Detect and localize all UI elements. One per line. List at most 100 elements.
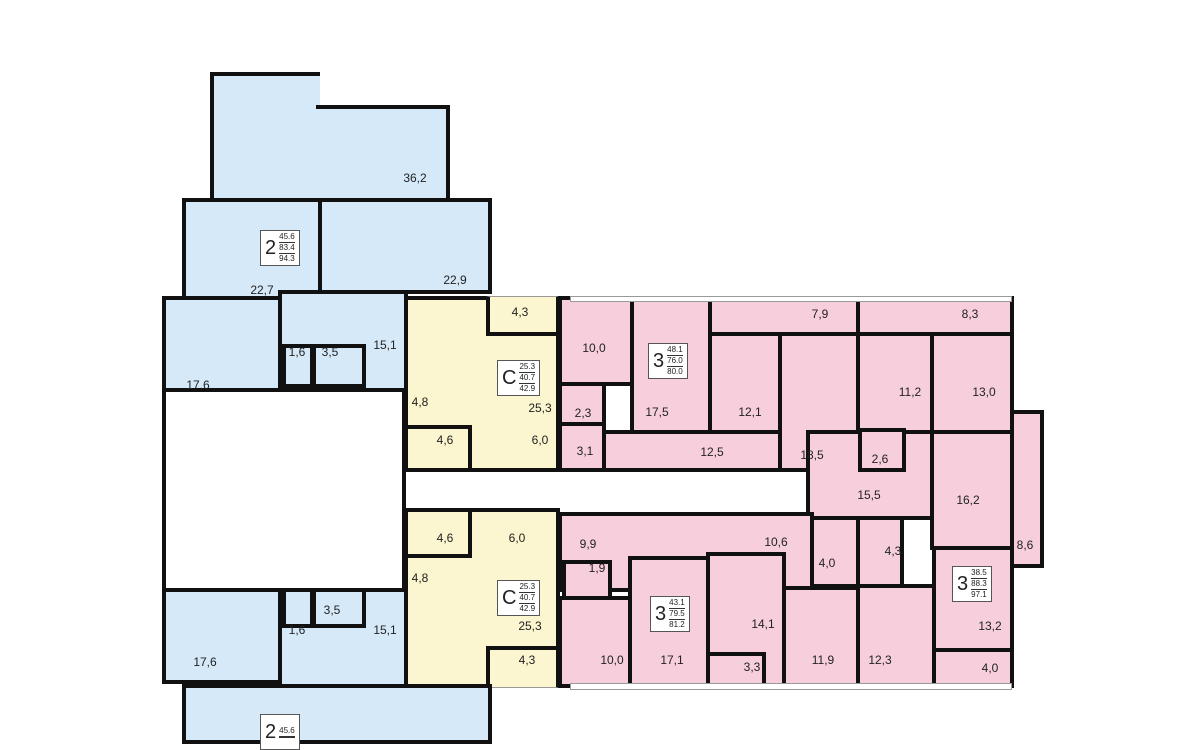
living-area: 45.6 — [279, 232, 295, 243]
room[interactable] — [312, 588, 366, 628]
room-area-label: 16,2 — [956, 493, 980, 507]
room-area-label: 25,3 — [528, 401, 552, 415]
room-area-label: 8,6 — [1016, 538, 1034, 552]
room[interactable] — [602, 430, 782, 472]
room-area-label: 3,5 — [323, 603, 341, 617]
total-area: 79.5 — [669, 609, 685, 620]
room-area-label: 11,2 — [898, 385, 922, 399]
room[interactable] — [932, 648, 1014, 688]
window — [570, 296, 1012, 302]
room[interactable] — [856, 516, 904, 588]
room-area-label: 17,6 — [193, 655, 217, 669]
room-area-label: 8,3 — [961, 307, 979, 321]
room-area-label: 13,2 — [978, 619, 1002, 633]
window — [570, 683, 1012, 690]
room-area-label: 17,1 — [660, 653, 684, 667]
full-area: 42.9 — [519, 604, 536, 613]
room[interactable] — [162, 588, 282, 684]
room-area-label: 2,3 — [574, 406, 592, 420]
full-area: 97.1 — [971, 590, 987, 599]
room[interactable] — [486, 296, 560, 336]
living-area: 48.1 — [667, 345, 683, 356]
room[interactable] — [858, 428, 906, 472]
room[interactable] — [856, 332, 934, 434]
full-area: 94.3 — [279, 254, 295, 263]
room-area-label: 4,8 — [411, 395, 429, 409]
living-area: 25.3 — [519, 362, 536, 373]
room[interactable] — [404, 425, 472, 472]
room[interactable] — [210, 72, 320, 204]
room[interactable] — [856, 584, 936, 688]
room-area-label: 4,0 — [981, 661, 999, 675]
room-area-label: 4,0 — [818, 556, 836, 570]
room-area-label: 1,9 — [588, 561, 606, 575]
apartment-type: 3 — [655, 602, 667, 625]
room-area-label: 36,2 — [403, 171, 427, 185]
room-area-label: 17,6 — [186, 378, 210, 392]
room[interactable] — [282, 588, 314, 628]
room-area-label: 6,0 — [531, 433, 549, 447]
room-area-label: 4,6 — [436, 531, 454, 545]
room[interactable] — [316, 105, 450, 204]
total-area: 40.7 — [519, 593, 536, 604]
room[interactable] — [558, 596, 632, 688]
room[interactable] — [162, 296, 282, 392]
room[interactable] — [708, 296, 860, 336]
room-area-label: 3,3 — [743, 660, 761, 674]
room-area-label: 3,5 — [321, 345, 339, 359]
room[interactable] — [856, 296, 1014, 336]
room[interactable] — [182, 684, 492, 744]
room-area-label: 2,6 — [871, 452, 889, 466]
room[interactable] — [312, 344, 366, 388]
room[interactable] — [404, 508, 472, 558]
room-area-label: 22,9 — [443, 273, 467, 287]
room-area-label: 12,5 — [700, 445, 724, 459]
room-area-label: 12,1 — [738, 405, 762, 419]
room-area-label: 13,0 — [972, 385, 996, 399]
room-area-label: 4,3 — [518, 653, 536, 667]
room-area-label: 15,1 — [373, 623, 397, 637]
room-area-label: 4,6 — [436, 433, 454, 447]
room-area-label: 22,7 — [250, 283, 274, 297]
room[interactable] — [810, 516, 862, 588]
room-area-label: 17,5 — [645, 405, 669, 419]
room-area-label: 3,1 — [576, 444, 594, 458]
room-area-label: 15,1 — [373, 338, 397, 352]
room[interactable] — [930, 332, 1014, 434]
room[interactable] — [930, 430, 1014, 550]
room-area-label: 1,6 — [288, 623, 306, 637]
room[interactable] — [1010, 410, 1044, 568]
room-area-label: 10,0 — [600, 653, 624, 667]
apartment-type: 3 — [653, 349, 665, 372]
room[interactable] — [782, 586, 862, 688]
living-area: 43.1 — [669, 598, 685, 609]
full-area: 81.2 — [669, 620, 685, 629]
living-area: 38.5 — [971, 568, 987, 579]
living-area: 25.3 — [519, 582, 536, 593]
room-area-label: 9,9 — [579, 537, 597, 551]
full-area: 80.0 — [667, 367, 683, 376]
total-area — [279, 737, 295, 738]
apartment-type: 3 — [957, 572, 969, 595]
room-area-label: 10,6 — [764, 535, 788, 549]
total-area: 40.7 — [519, 373, 536, 384]
room-area-label: 10,0 — [582, 341, 606, 355]
room-area-label: 11,9 — [811, 653, 835, 667]
room-area-label: 7,9 — [811, 307, 829, 321]
apartment-type: 2 — [265, 236, 277, 259]
total-area: 88.3 — [971, 579, 987, 590]
room-area-label: 1,6 — [288, 345, 306, 359]
room[interactable] — [162, 388, 406, 592]
